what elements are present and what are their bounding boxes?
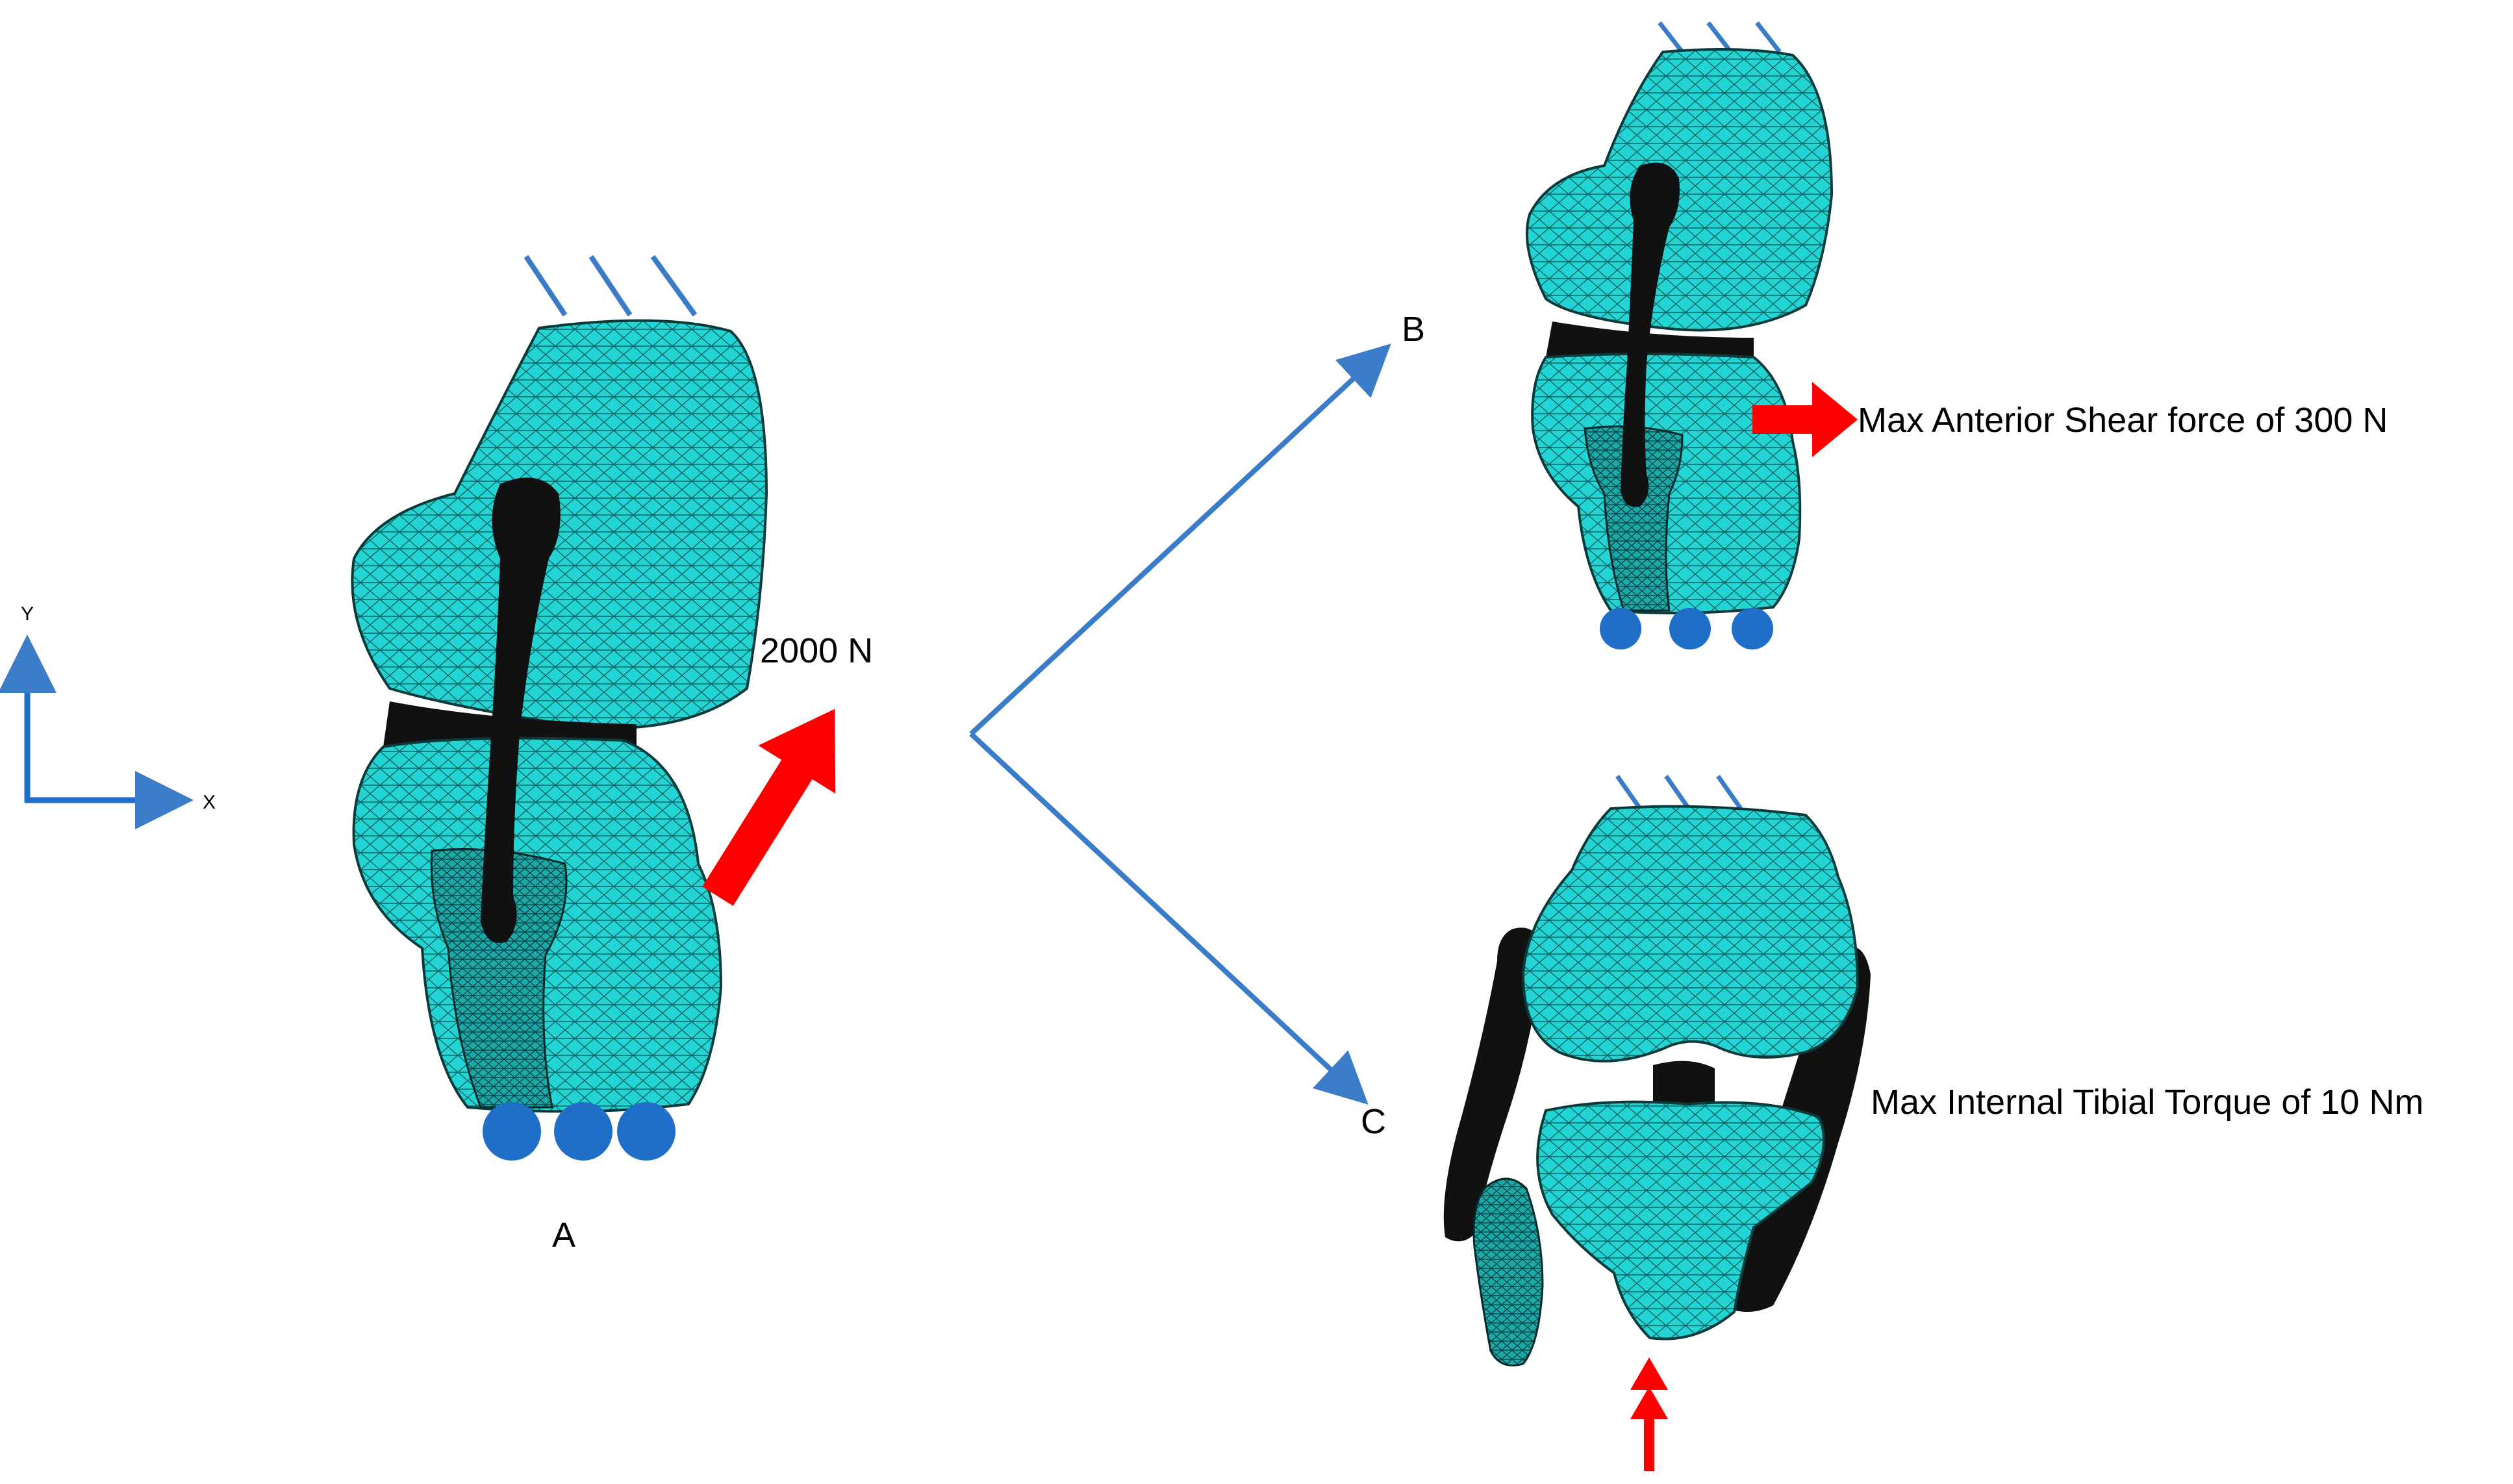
panel-b-boundary-rollers bbox=[1600, 608, 1773, 649]
coordinate-axes: Y X bbox=[0, 603, 216, 829]
panel-b-load-arrow bbox=[1752, 382, 1858, 457]
panel-a-load-arrow bbox=[702, 709, 836, 906]
panel-b-label: B bbox=[1402, 310, 1425, 349]
panel-a-roller-1 bbox=[483, 1102, 541, 1161]
branch-connectors bbox=[969, 344, 1391, 1105]
panel-a-collateral-ligament bbox=[481, 477, 561, 943]
panel-a-fibula bbox=[430, 848, 568, 1109]
panel-b-roller-3 bbox=[1732, 608, 1773, 649]
panel-b-knee-model: Max Anterior Shear force of 300 N B bbox=[1402, 21, 2388, 649]
panel-a-knee-model: 2000 N A bbox=[351, 255, 873, 1255]
panel-b-fibula bbox=[1584, 425, 1684, 612]
panel-c-lateral-ligament bbox=[1443, 927, 1543, 1242]
panel-a-boundary-rollers bbox=[483, 1102, 676, 1161]
panel-b-roller-2 bbox=[1669, 608, 1711, 649]
panel-a-fixed-support-lines bbox=[524, 255, 698, 317]
connector-to-c bbox=[969, 732, 1369, 1105]
panel-c-femur bbox=[1521, 805, 1860, 1063]
panel-b-fixed-support-lines bbox=[1658, 21, 1782, 54]
panel-c-load-label: Max Internal Tibial Torque of 10 Nm bbox=[1871, 1083, 2423, 1122]
y-axis-label: Y bbox=[21, 603, 34, 625]
panel-c-fibula bbox=[1472, 1177, 1544, 1366]
panel-c-fixed-support-lines bbox=[1615, 774, 1743, 811]
panel-c-torque-arrow bbox=[1630, 1357, 1668, 1471]
panel-a-load-label: 2000 N bbox=[760, 631, 873, 670]
panel-c-label: C bbox=[1361, 1102, 1386, 1141]
panel-a-roller-2 bbox=[554, 1102, 612, 1161]
panel-c-knee-model: Max Internal Tibial Torque of 10 Nm C bbox=[1361, 774, 2423, 1471]
panel-b-load-label: Max Anterior Shear force of 300 N bbox=[1858, 401, 2388, 440]
panel-a-roller-3 bbox=[617, 1102, 676, 1161]
panel-b-roller-1 bbox=[1600, 608, 1641, 649]
x-axis-label: X bbox=[203, 792, 216, 813]
connector-to-b bbox=[969, 344, 1391, 736]
panel-a-label: A bbox=[552, 1216, 575, 1255]
panel-c-cruciate-ligament bbox=[1653, 1061, 1715, 1113]
panel-b-collateral-ligament bbox=[1621, 162, 1680, 507]
panel-b-joint-ligament bbox=[1546, 321, 1754, 362]
panel-c-tibia bbox=[1536, 1100, 1825, 1340]
